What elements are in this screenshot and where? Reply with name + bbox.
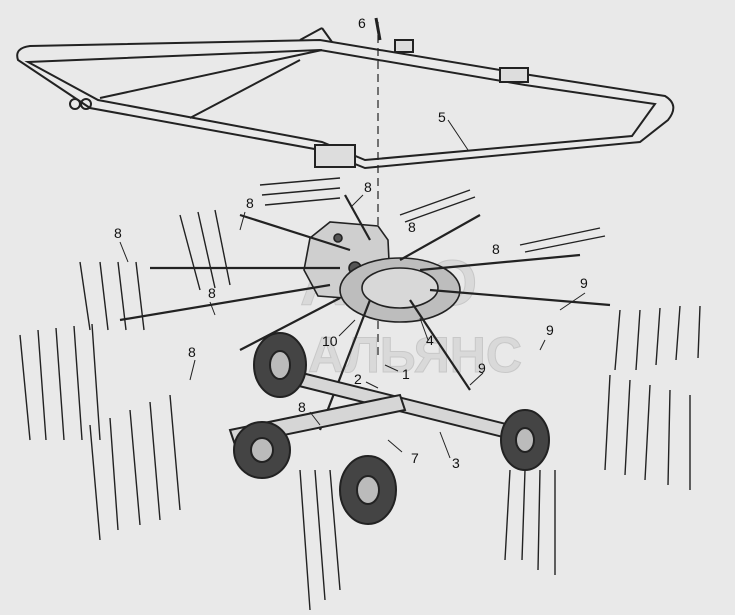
label-2: 2 [354,371,362,387]
label-8-right: 8 [492,241,500,257]
leader-lines [119,119,586,459]
label-8-bottom: 8 [298,399,306,415]
tine-groups [19,177,701,611]
label-8-upper-right: 8 [408,219,416,235]
part-labels: 1 2 3 4 5 6 7 8 8 8 8 8 8 8 8 9 9 9 10 [114,15,588,471]
label-8-left: 8 [114,225,122,241]
label-8-top: 8 [364,179,372,195]
label-7: 7 [411,450,419,466]
bolt-6 [374,17,382,41]
label-8-lower-left: 8 [188,344,196,360]
label-1: 1 [402,366,410,382]
tine-arms [119,194,611,431]
label-5: 5 [438,109,446,125]
label-8-upper-left: 8 [246,195,254,211]
label-9-mid-right: 9 [546,322,554,338]
label-8-mid-left: 8 [208,285,216,301]
wheels [233,332,550,525]
label-3: 3 [452,455,460,471]
label-4: 4 [426,332,434,348]
label-9-right: 9 [580,275,588,291]
label-6: 6 [358,15,366,31]
watermark-line2: АЛЬЯНС [308,327,522,383]
label-9-lower-right: 9 [478,360,486,376]
label-10: 10 [322,333,338,349]
top-frame [16,27,675,170]
